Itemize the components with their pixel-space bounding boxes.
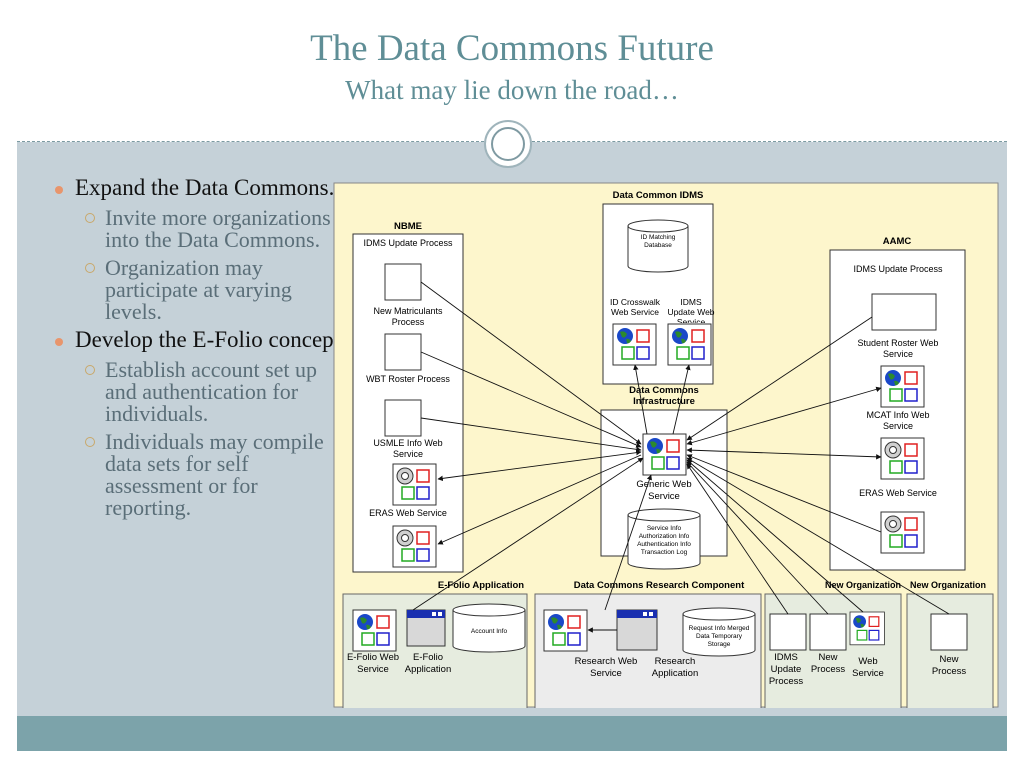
research-ws-label: Research Web Service [574,656,638,679]
nbme-idms-update-label: IDMS Update Process [363,238,453,248]
new-org-title-2: New Organization [910,580,986,590]
nbme-idms-update-process [384,263,422,301]
ornament-inner-circle-icon [491,127,525,161]
aamc-mcat-label: MCAT Info Web Service [866,410,930,431]
ring-bullet-icon [85,263,95,273]
efolio-title: E-Folio Application [438,580,524,591]
idms-update-ws-label: IDMS Update Web Service [667,297,715,323]
new-org1-process-label: New Process [810,652,846,675]
research-app-icon [616,609,658,651]
new-org-title-1: New Organization [825,580,901,590]
nbme-wbt-roster-process [384,399,422,437]
nbme-wbt-roster-label: WBT Roster Process [366,374,450,384]
research-title: Data Commons Research Component [574,580,745,591]
efolio-ws-label: E-Folio Web Service [346,652,400,675]
infrastructure-db: Service Info Authorization Info Authenti… [627,508,701,570]
account-info-db: Account Info [452,603,526,653]
connection-arrows [412,281,950,633]
infrastructure-title: Data Commons Infrastructure [629,385,699,407]
nbme-eras-web-service-icon [392,525,437,568]
research-web-service-icon [543,609,588,652]
nbme-usmle-label: USMLE Info Web Service [373,438,443,459]
aamc-student-roster-web-service-icon [880,365,925,408]
page-subtitle: What may lie down the road… [345,75,679,105]
idms-title: Data Common IDMS [613,190,704,201]
new-org1-idms-label: IDMS Update Process [768,652,804,687]
new-org2-new-process [930,613,968,651]
nbme-title: NBME [394,221,422,232]
id-crosswalk-label: ID Crosswalk Web Service [609,297,661,317]
aamc-mcat-web-service-icon [880,437,925,480]
generic-web-service-icon [642,433,687,476]
ring-bullet-icon [85,437,95,447]
svg-text:Account Info: Account Info [471,628,508,635]
bullet-list: Expand the Data Commons. Invite more org… [47,176,347,525]
new-org1-ws-label: Web Service [852,656,884,679]
bullet-item: Develop the E-Folio concept. [47,328,347,351]
new-org2-process-label: New Process [931,654,967,677]
sub-bullet-item: Invite more organizations into the Data … [47,207,347,251]
new-org1-idms-update-process [769,613,807,651]
ring-bullet-icon [85,365,95,375]
ring-bullet-icon [85,213,95,223]
header-divider-right [532,141,1007,142]
slide: The Data Commons Future What may lie dow… [17,17,1007,751]
new-org1-web-service-icon [849,611,886,646]
research-app-label: Research Application [651,656,699,679]
sub-bullet-item: Establish account set up and authenticat… [47,359,347,425]
nbme-usmle-web-service-icon [392,463,437,506]
new-org1-new-process [809,613,847,651]
aamc-student-roster-label: Student Roster Web Service [857,338,939,359]
page-title: The Data Commons Future [310,28,714,69]
nbme-new-matriculants-label: New Matriculants Process [373,306,443,327]
sub-bullet-item: Organization may participate at varying … [47,257,347,323]
new-org-container-2 [906,593,994,708]
aamc-eras-label: ERAS Web Service [859,488,937,498]
efolio-app-icon [406,609,446,647]
header-divider-left [17,141,484,142]
generic-web-service-label: Generic Web Service [636,479,692,502]
aamc-idms-update-label: IDMS Update Process [853,264,943,274]
aamc-idms-update-process [871,293,937,331]
architecture-diagram: Data Common IDMS ID Matching Database ID… [333,182,999,708]
aamc-title: AAMC [883,236,912,247]
id-matching-db: ID Matching Database [627,219,689,273]
nbme-new-matriculants-process [384,333,422,371]
nbme-eras-label: ERAS Web Service [369,508,447,518]
efolio-web-service-icon [352,609,397,652]
footer-band [17,716,1007,751]
bullet-item: Expand the Data Commons. [47,176,347,199]
research-db: Request Info Merged Data Temporary Stora… [682,607,756,657]
efolio-app-label: E-Folio Application [404,652,452,675]
aamc-eras-web-service-icon [880,511,925,554]
sub-bullet-item: Individuals may compile data sets for se… [47,431,347,519]
id-crosswalk-web-service-icon [612,323,657,366]
idms-update-web-service-icon [667,323,712,366]
